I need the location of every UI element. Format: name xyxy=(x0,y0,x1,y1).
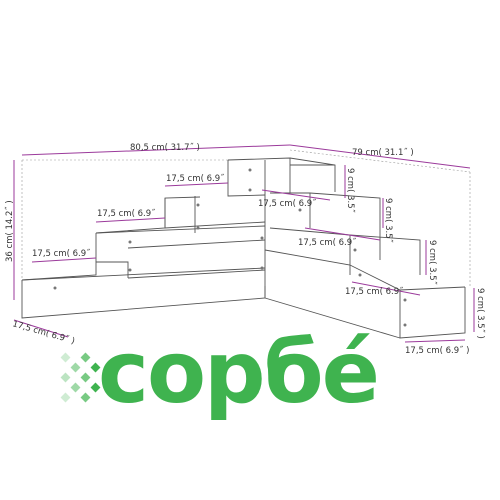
dim-tier-height-4: 9 cm( 3.5˝ ) xyxy=(475,288,486,339)
screw-dots xyxy=(53,168,407,327)
dim-step-side-3: 17,5 cm( 6.9˝ xyxy=(345,286,403,297)
dim-total-depth: 79 cm( 31.1˝ ) xyxy=(352,147,414,158)
dim-bottom-left: 17,5 cm( 6.9˝ ) xyxy=(11,318,76,346)
dim-tier-height-3: 9 cm( 3.5˝ xyxy=(427,240,438,285)
dim-tier-height-1: 9 cm( 3.5˝ xyxy=(345,168,356,213)
dim-step-side-1: 17,5 cm( 6.9˝ xyxy=(258,198,316,209)
dimension-lines xyxy=(13,144,475,343)
guide-lines xyxy=(21,149,471,288)
brand-wordmark: сopбé xyxy=(98,323,380,423)
dim-bottom-right: 17,5 cm( 6.9˝ ) xyxy=(405,345,469,356)
dim-height: 36 cm( 14.2˝ ) xyxy=(4,200,15,262)
dim-step-front-3: 17,5 cm( 6.9˝ xyxy=(166,173,224,184)
dim-tier-height-2: 9 cm( 3.5˝ xyxy=(383,198,394,243)
dim-step-side-2: 17,5 cm( 6.9˝ xyxy=(298,237,356,248)
brand-logo-mark xyxy=(60,352,101,403)
dim-step-front-1: 17,5 cm( 6.9˝ xyxy=(32,248,90,259)
dim-step-front-2: 17,5 cm( 6.9˝ xyxy=(97,208,155,219)
planter-outline xyxy=(21,157,466,339)
dim-total-width: 80,5 cm( 31.7˝ ) xyxy=(130,142,200,153)
